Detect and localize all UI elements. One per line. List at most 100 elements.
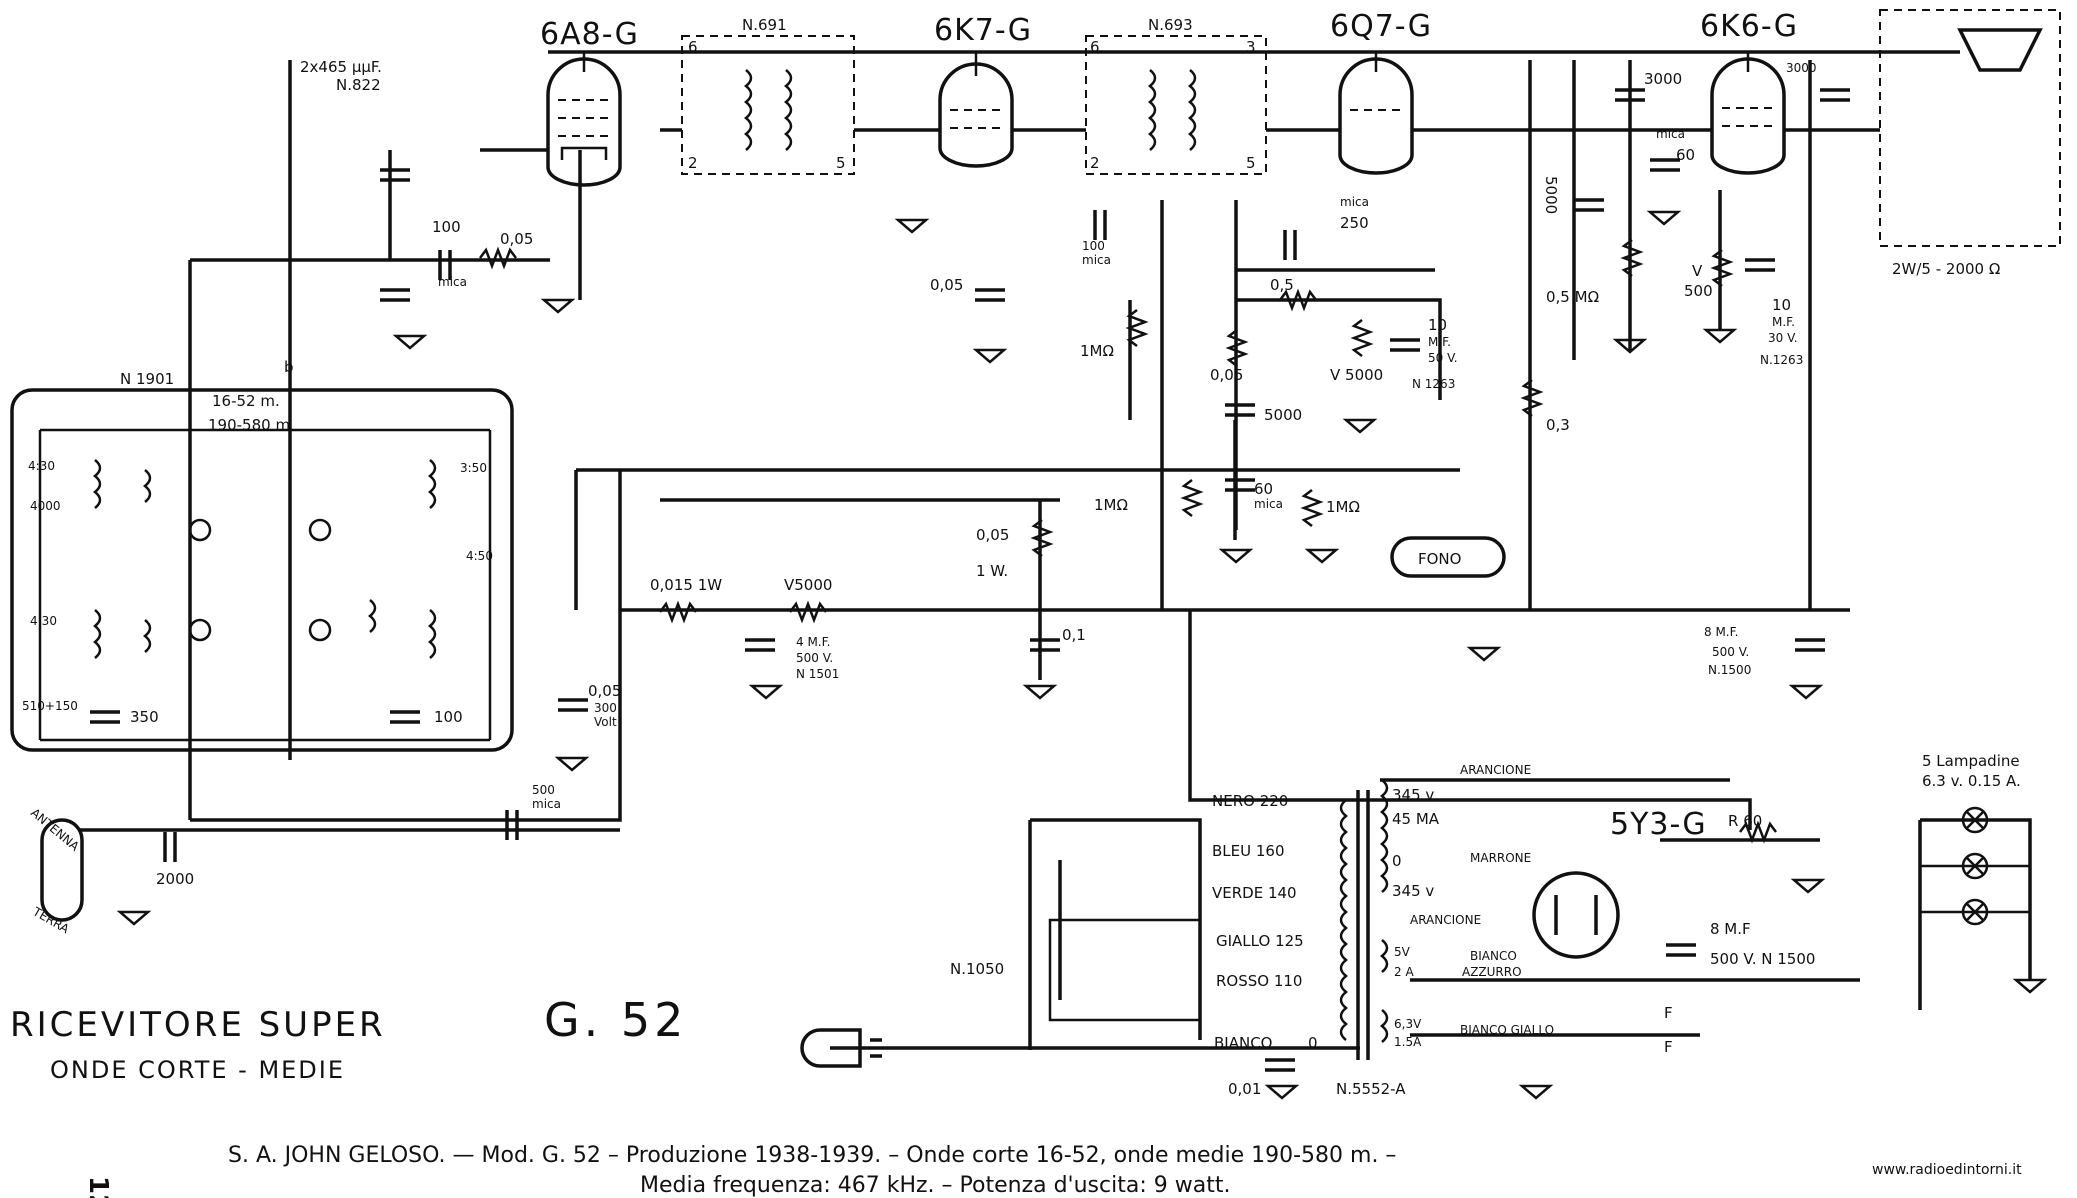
cap-60-label: 60 — [1254, 480, 1273, 498]
res-v5000b-label: V 5000 — [1330, 366, 1383, 384]
lamps-spec: 6.3 v. 0.15 A. — [1922, 772, 2021, 790]
mica-label: mica — [532, 797, 561, 811]
speaker-label: 2W/5 - 2000 Ω — [1892, 260, 2000, 278]
cap-3000-label: 3000 — [1644, 70, 1682, 88]
sec-bianco-2: AZZURRO — [1462, 965, 1522, 979]
sec-345a: 345 v — [1392, 786, 1434, 804]
if-transformer-2-box — [1085, 35, 1267, 175]
cap-4mf-label: 4 M.F. — [796, 635, 830, 649]
trimmer-label: 4:30 — [30, 614, 57, 628]
ground-label: TERRA — [30, 904, 73, 937]
primary-tap-1: BLEU 160 — [1212, 842, 1285, 860]
pin-label: 2 — [688, 154, 698, 172]
page-number: 12 — [83, 1176, 113, 1198]
tuning-cap-label: 2x465 μμF. — [300, 58, 382, 76]
voltage-switch-box — [1048, 918, 1202, 1022]
res-v500-label: V — [1692, 262, 1703, 280]
title-line1: RICEVITORE SUPER — [10, 1005, 386, 1045]
if1-code: N.691 — [742, 16, 787, 34]
cap-01-label: 0,1 — [1062, 626, 1086, 644]
cap-4mf-code: N 1501 — [796, 667, 839, 681]
fono-label: FONO — [1418, 550, 1461, 568]
tube-6k7g — [938, 52, 1014, 168]
sec-5v: 5V — [1394, 945, 1411, 959]
sec-bianco-giallo: BIANCO GIALLO — [1460, 1023, 1554, 1037]
sec-bianco-1: BIANCO — [1470, 949, 1517, 963]
cap-4000-label: 4000 — [30, 499, 61, 513]
cap-005-label: 0,05 — [930, 276, 963, 294]
pin-label: 5 — [836, 154, 846, 172]
cap-5000b-label: 5000 — [1542, 176, 1560, 214]
if2-code: N.693 — [1148, 16, 1193, 34]
cap-8mf-b-label: 8 M.F — [1710, 920, 1751, 938]
res-005-label: 0,05 — [500, 230, 533, 248]
cap-10mf-code: N 1263 — [1412, 377, 1455, 391]
trimmer-label: 3:50 — [460, 461, 487, 475]
speaker-box — [1879, 9, 2061, 247]
primary-tap-2: VERDE 140 — [1212, 884, 1297, 902]
cap-mica60-label: 60 — [1676, 146, 1695, 164]
title-line2: ONDE CORTE - MEDIE — [50, 1056, 345, 1084]
pin-label: 3 — [1246, 38, 1256, 56]
pin-label: 6 — [688, 38, 698, 56]
band-sw-label: 16-52 m. — [212, 392, 280, 410]
res-005-1w-label: 0,05 — [976, 526, 1009, 544]
capacitors — [90, 88, 1850, 1072]
cap-2000-label: 2000 — [156, 870, 194, 888]
cap-100-label: 100 — [434, 708, 463, 726]
sec-15a: 1.5A — [1394, 1035, 1422, 1049]
antenna-label: ANTENNA — [28, 806, 82, 855]
band-switch-mark: b — [284, 358, 294, 376]
mica-label: mica — [1340, 195, 1369, 209]
primary-tap-4: ROSSO 110 — [1216, 972, 1302, 990]
cap-250-label: 250 — [1340, 214, 1369, 232]
volume-pot-label: 0,5 MΩ — [1546, 288, 1599, 306]
coil-unit-wiring — [38, 428, 492, 742]
sec-hv-bottom: ARANCIONE — [1410, 913, 1481, 927]
band-mw-label: 190-580 m — [208, 416, 290, 434]
res-005-label: 0,05 — [1210, 366, 1243, 384]
antenna-terminal — [40, 818, 84, 922]
cap-001-label: 0,01 — [1228, 1080, 1261, 1098]
tube-6q7g — [1338, 52, 1414, 175]
cap-10mf-voltage: 50 V. — [1428, 351, 1458, 365]
cap-8mf-code: N.1500 — [1708, 663, 1751, 677]
padder-label: 510+150 — [22, 699, 78, 713]
model-label: G. 52 — [544, 993, 687, 1047]
power-transformer — [1339, 779, 1389, 1060]
cap-10mf2-code: N.1263 — [1760, 353, 1803, 367]
trimmer-label: 4:30 — [28, 459, 55, 473]
res-r60-label: R 60 — [1728, 812, 1762, 830]
tube-6q7g-label: 6Q7-G — [1330, 9, 1432, 44]
pin-label: 5 — [1246, 154, 1256, 172]
cap-005-voltage: 300 — [594, 701, 617, 715]
tube-6a8g-label: 6A8-G — [540, 17, 639, 52]
res-v5000-label: V5000 — [784, 576, 832, 594]
primary-tap-3: GIALLO 125 — [1216, 932, 1304, 950]
cap-5000-label: 5000 — [1264, 406, 1302, 424]
cap-8mf-label: 8 M.F. — [1704, 625, 1738, 639]
sec-marrone: MARRONE — [1470, 851, 1531, 865]
pin-label: 6 — [1090, 38, 1100, 56]
res-1meg-c-label: 1MΩ — [1326, 498, 1360, 516]
tuning-cap-code: N.822 — [336, 76, 381, 94]
filament-f1: F — [1664, 1004, 1673, 1022]
cap-4mf-voltage: 500 V. — [796, 651, 833, 665]
cap-005-unit: Volt — [594, 715, 617, 729]
cap-500-label: 500 — [532, 783, 555, 797]
footer-line1: S. A. JOHN GELOSO. — Mod. G. 52 – Produz… — [228, 1143, 1396, 1168]
if-transformer-1-box — [681, 35, 855, 175]
sec-hv-top: ARANCIONE — [1460, 763, 1531, 777]
primary-zero: 0 — [1308, 1034, 1318, 1052]
if-coils — [744, 69, 1197, 151]
cap-3000b-label: 3000 — [1786, 61, 1817, 75]
cap-005-label: 0,05 — [588, 682, 621, 700]
mains-plug — [800, 1028, 882, 1068]
cap-10mf2-voltage: 30 V. — [1768, 331, 1798, 345]
mica-label: mica — [1656, 127, 1685, 141]
mica-label: mica — [1254, 497, 1283, 511]
cap-10mf2-unit: M.F. — [1772, 315, 1795, 329]
tube-6k6g — [1710, 52, 1786, 175]
res-v500b-label: 500 — [1684, 282, 1713, 300]
